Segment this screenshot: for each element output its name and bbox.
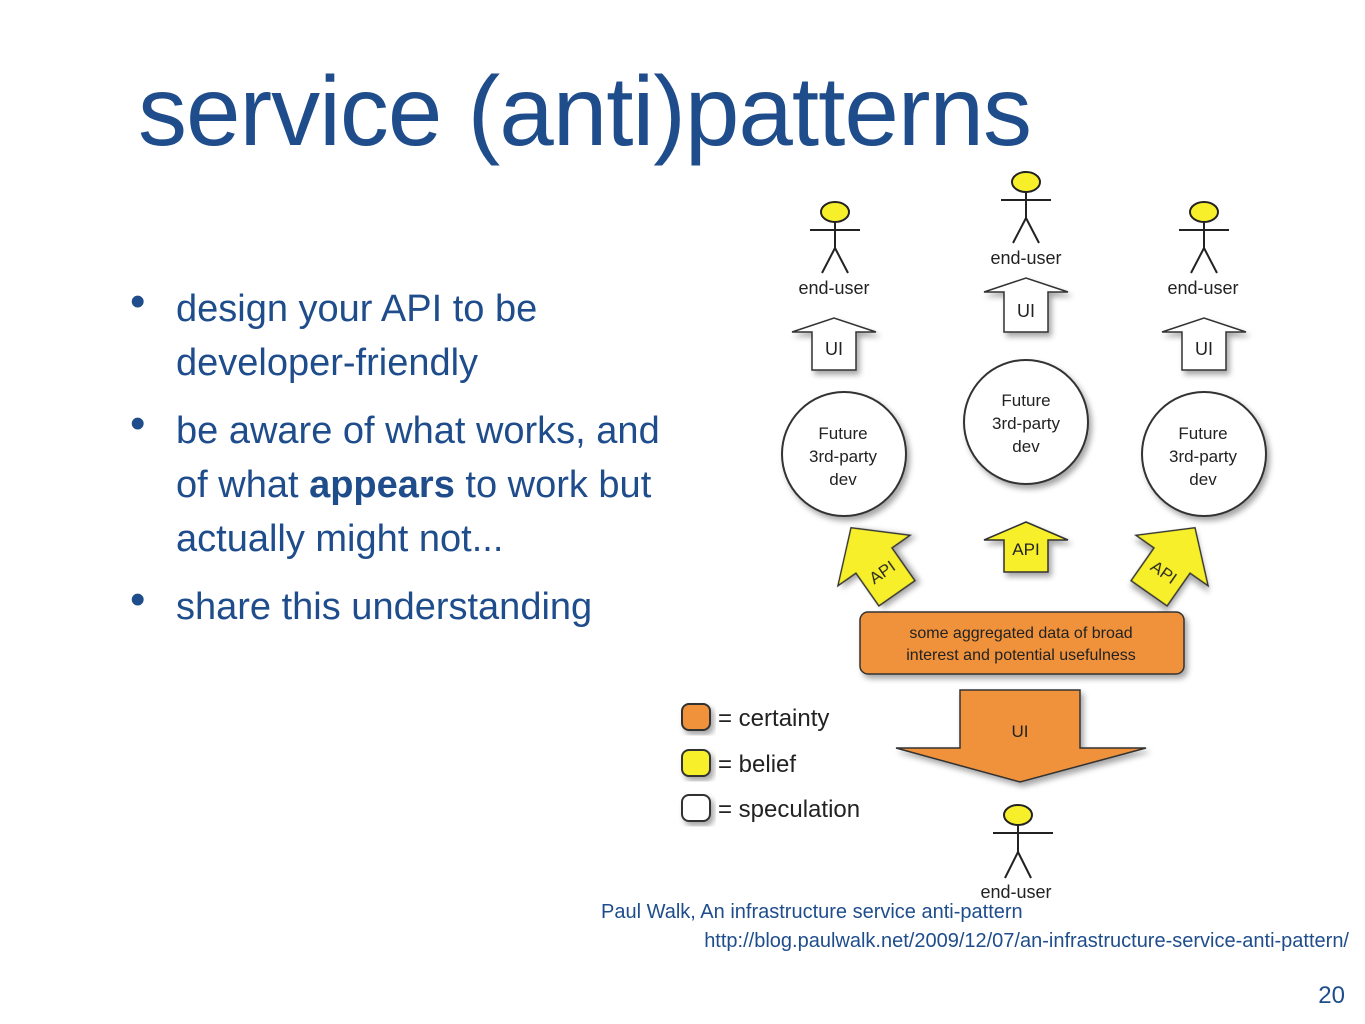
ui-arrow-down <box>895 689 1147 783</box>
legend-label-belief: = belief <box>718 751 796 778</box>
legend-swatch-belief <box>681 749 711 777</box>
bullet-emphasis: appears <box>309 464 455 506</box>
dev-center-line1: Future <box>1001 391 1050 410</box>
dev-left-line3: dev <box>829 470 857 489</box>
dev-center-line3: dev <box>1012 437 1040 456</box>
citation-url[interactable]: http://blog.paulwalk.net/2009/12/07/an-i… <box>704 930 1349 952</box>
bullet-text-rest: to work but actually might not... <box>176 464 652 560</box>
ui-label-left: UI <box>825 339 843 359</box>
aggregated-data-line1: some aggregated data of broad <box>909 625 1132 642</box>
end-user-figure-right <box>1179 201 1229 274</box>
dev-circle-left: Future 3rd-party dev <box>781 391 907 517</box>
api-arrow-right: API <box>1130 526 1210 607</box>
legend: = certainty = belief = speculation <box>681 703 860 823</box>
citation: Paul Walk, An infrastructure service ant… <box>601 898 1349 956</box>
ui-arrow-right <box>1161 317 1247 371</box>
ui-label-right: UI <box>1195 339 1213 359</box>
bullet-dot: • <box>130 575 146 624</box>
dev-left-line1: Future <box>818 424 867 443</box>
dev-right-line2: 3rd-party <box>1169 447 1238 466</box>
ui-arrow-center <box>983 277 1069 333</box>
bullet-text: share this understanding <box>176 586 593 628</box>
end-user-figure-bottom <box>993 804 1053 879</box>
legend-label-speculation: = speculation <box>718 796 860 823</box>
end-user-label-left: end-user <box>798 278 869 298</box>
api-arrow-left: API <box>836 526 916 607</box>
end-user-label-bottom: end-user <box>980 882 1051 902</box>
dev-center-line2: 3rd-party <box>992 414 1061 433</box>
anti-pattern-diagram: end-user end-user end-user UI UI UI Futu… <box>681 171 1267 902</box>
dev-left-line2: 3rd-party <box>809 447 878 466</box>
page-number: 20 <box>1318 982 1345 1009</box>
end-user-figure-center <box>1001 171 1051 244</box>
legend-swatch-speculation <box>681 794 711 822</box>
api-arrow-center: API <box>983 521 1069 573</box>
end-user-figure-left <box>810 201 860 274</box>
ui-label-center: UI <box>1017 301 1035 321</box>
end-user-label-right: end-user <box>1167 278 1238 298</box>
bullet-item: • be aware of what works, and of what ap… <box>130 399 690 566</box>
ui-arrow-left <box>791 317 877 371</box>
legend-swatch-certainty <box>681 703 711 731</box>
citation-author: Paul Walk, An infrastructure service ant… <box>601 901 1023 923</box>
bullet-list: • design your API to be developer-friend… <box>130 277 690 648</box>
aggregated-data-line2: interest and potential usefulness <box>906 647 1135 664</box>
bullet-dot: • <box>130 399 146 448</box>
dev-circle-center: Future 3rd-party dev <box>963 359 1089 485</box>
dev-right-line3: dev <box>1189 470 1217 489</box>
end-user-label-center: end-user <box>990 248 1061 268</box>
aggregated-data-box: some aggregated data of broad interest a… <box>859 611 1185 675</box>
bullet-item: • design your API to be developer-friend… <box>130 277 690 390</box>
bullet-item: • share this understanding <box>130 575 690 634</box>
legend-label-certainty: = certainty <box>718 705 829 732</box>
bullet-text: be aware of what works, and of what <box>176 410 660 506</box>
dev-circle-right: Future 3rd-party dev <box>1141 391 1267 517</box>
bullet-dot: • <box>130 277 146 326</box>
dev-right-line1: Future <box>1178 424 1227 443</box>
slide-title: service (anti)patterns <box>138 56 1032 166</box>
bullet-text: design your API to be developer-friendly <box>176 288 538 384</box>
api-label-center: API <box>1012 540 1039 559</box>
ui-label-down: UI <box>1012 722 1029 741</box>
